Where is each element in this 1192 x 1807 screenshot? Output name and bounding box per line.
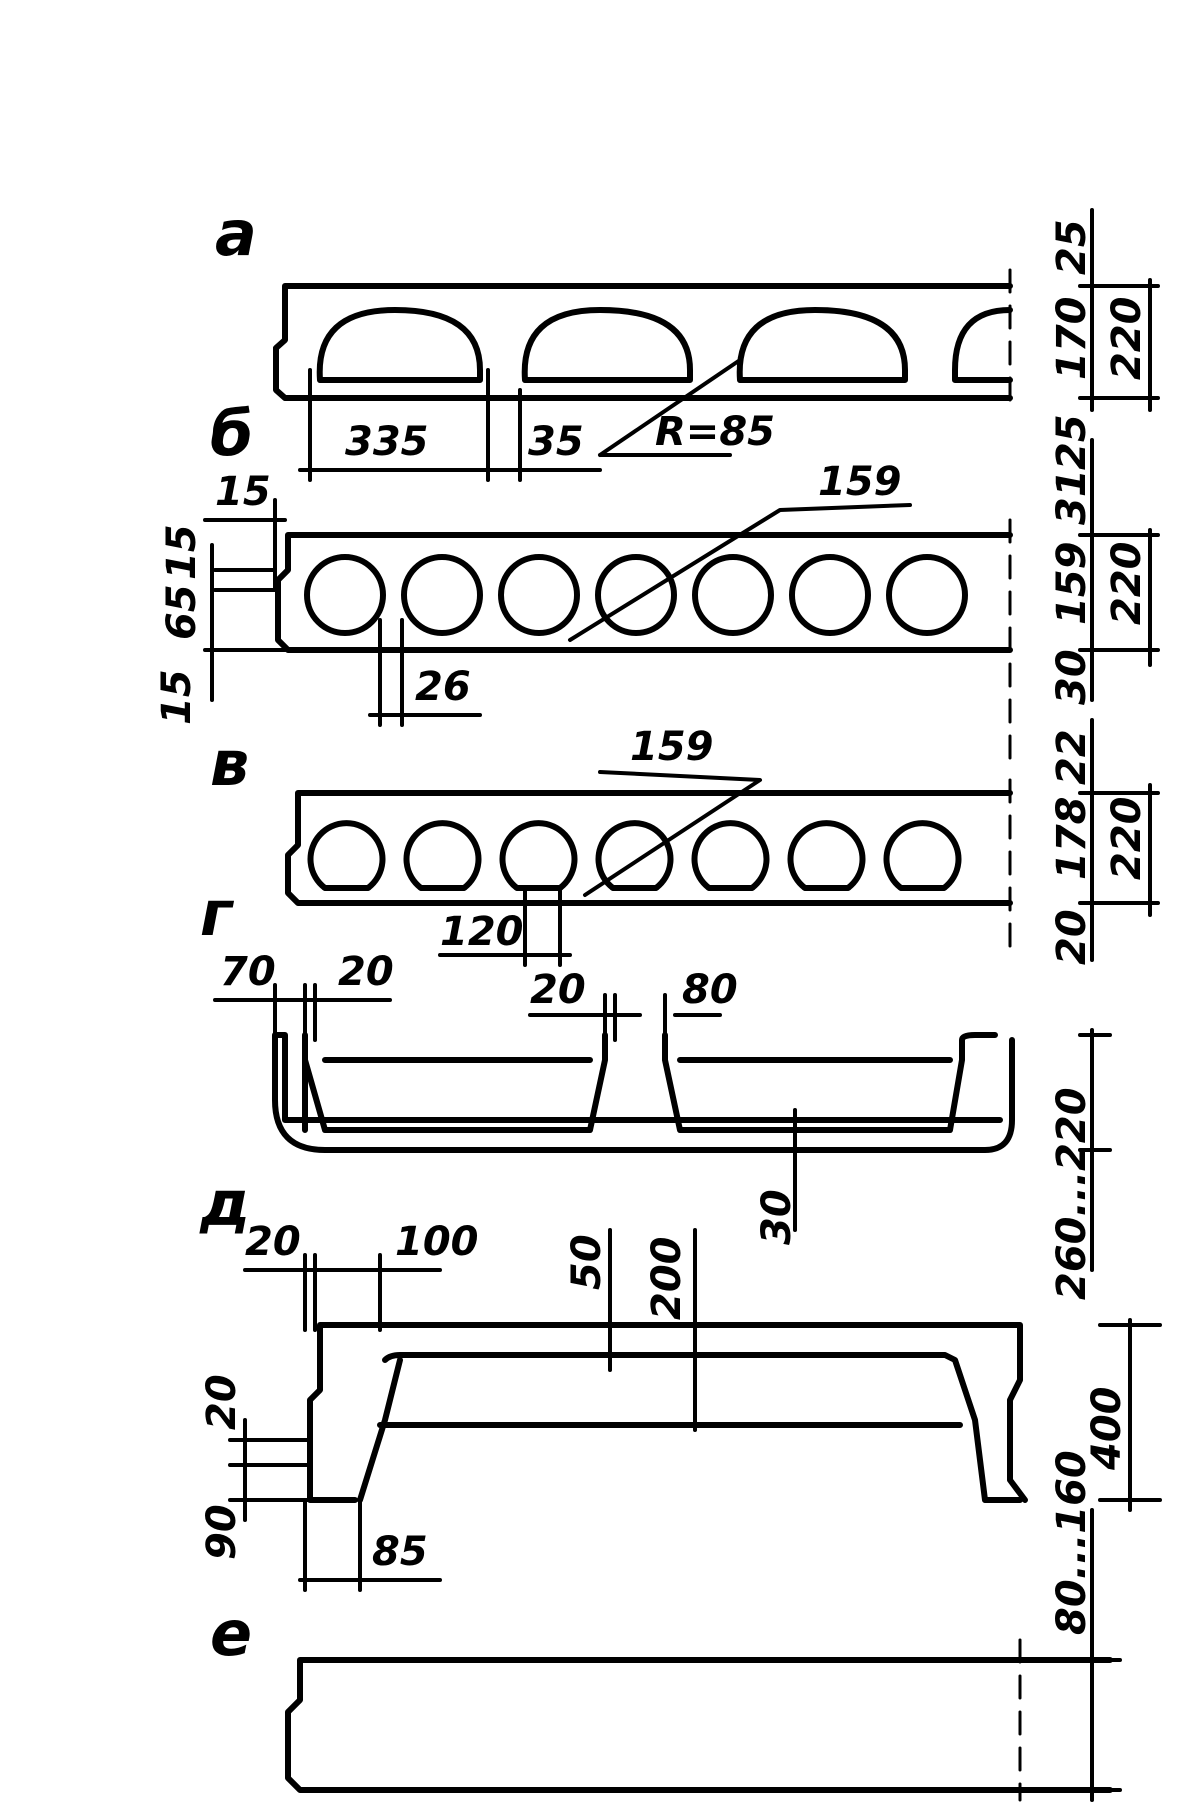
section-b-void bbox=[886, 554, 968, 636]
section-a-void-4 bbox=[952, 307, 1013, 383]
section-g-dim-30-line bbox=[773, 1108, 812, 1232]
section-g-dim-80: 80 bbox=[682, 967, 738, 1013]
section-b-rib-dim bbox=[368, 618, 482, 727]
section-b-label: б bbox=[210, 397, 253, 470]
section-e-right-dims bbox=[1078, 1638, 1122, 1802]
section-b-outline bbox=[275, 532, 1013, 653]
section-a-dim-void-height: 170 bbox=[1049, 297, 1095, 381]
section-d-dim-20a: 20 bbox=[245, 1219, 301, 1265]
section-g-dim-height-range: 260...220 bbox=[1049, 1087, 1095, 1300]
section-b-void bbox=[789, 554, 871, 636]
section-a-dim-top: 25 bbox=[1049, 219, 1095, 275]
section-a-dim-void-width: 335 bbox=[345, 419, 429, 465]
section-g-dim-30: 30 bbox=[754, 1189, 800, 1245]
section-d-dim-90: 90 bbox=[199, 1504, 245, 1560]
section-g-right-dims bbox=[1078, 1028, 1112, 1272]
section-v-void bbox=[403, 820, 482, 891]
section-b-dim-bottom: 30 bbox=[1049, 649, 1095, 705]
section-a-label: а bbox=[215, 197, 257, 270]
section-b-void bbox=[401, 554, 483, 636]
section-d-dim-85: 85 bbox=[372, 1529, 428, 1575]
section-d-dim-100: 100 bbox=[395, 1219, 479, 1265]
section-a-dim-rib: 35 bbox=[528, 419, 584, 465]
section-d-bottom-dims bbox=[298, 1498, 442, 1592]
section-d-label: д bbox=[199, 1167, 250, 1240]
section-v-void bbox=[499, 820, 578, 891]
section-b-voids bbox=[304, 554, 968, 636]
section-a-void-2 bbox=[521, 307, 693, 383]
section-d-right-dims bbox=[1090, 1318, 1162, 1702]
section-d-dim-200: 200 bbox=[644, 1237, 690, 1321]
section-g-dim-70: 70 bbox=[220, 949, 276, 995]
section-v-void bbox=[691, 820, 770, 891]
section-v-dim-void-height: 178 bbox=[1049, 797, 1095, 881]
section-b-dim-left-15a: 15 bbox=[215, 469, 271, 515]
section-b-dim-top: 31 bbox=[1049, 469, 1095, 525]
section-b-dim-rib: 26 bbox=[415, 664, 471, 710]
section-g-top-dims bbox=[213, 983, 722, 1042]
section-v-dim-top: 22 bbox=[1049, 729, 1095, 785]
section-b-void bbox=[595, 554, 677, 636]
section-b-void bbox=[498, 554, 580, 636]
section-v-void bbox=[595, 820, 674, 891]
section-a-outline bbox=[273, 283, 1013, 401]
section-b-dim-void-dia: 159 bbox=[1049, 542, 1095, 626]
section-v-label: в bbox=[210, 727, 249, 800]
section-g-inner bbox=[302, 1057, 953, 1133]
section-b-dim-diameter-callout: 159 bbox=[818, 459, 902, 505]
section-v-dim-total-height: 220 bbox=[1104, 797, 1150, 881]
section-d-dim-400: 400 bbox=[1084, 1387, 1130, 1472]
section-b-void bbox=[304, 554, 386, 636]
section-g: г 70 20 20 80 30 260...220 bbox=[200, 877, 1112, 1300]
section-b-void bbox=[692, 554, 774, 636]
section-v-void bbox=[883, 820, 962, 891]
section-v-dim-rib: 120 bbox=[440, 909, 524, 955]
section-b-dim-chain bbox=[1078, 438, 1160, 702]
section-d-outline bbox=[307, 1322, 1028, 1503]
section-d-dim-50: 50 bbox=[564, 1234, 610, 1290]
section-b-dim-total-height: 220 bbox=[1104, 542, 1150, 626]
section-a-radius-leader bbox=[598, 358, 742, 457]
section-b-dim-left-15c: 15 bbox=[154, 669, 200, 725]
section-d-left-dims bbox=[228, 1418, 312, 1522]
section-g-label: г bbox=[200, 877, 235, 950]
section-g-outline bbox=[272, 1032, 1015, 1153]
section-v-voids bbox=[307, 820, 962, 891]
section-b: б 31 159 220 30 159 26 15 15 65 15 bbox=[154, 397, 1160, 762]
section-v-dim-diameter-callout: 159 bbox=[630, 724, 714, 770]
section-d-top-dims bbox=[243, 1228, 697, 1432]
section-a-dim-bottom: 25 bbox=[1049, 414, 1095, 470]
section-b-left-dims bbox=[203, 498, 287, 702]
section-a: а 25 170 220 25 335 35 R=85 bbox=[215, 197, 1160, 482]
section-v-diameter-leader bbox=[583, 770, 762, 897]
section-a-dim-chain bbox=[1078, 208, 1160, 412]
section-d: д 20 100 50 200 20 90 85 400 80...160 bbox=[199, 1167, 1162, 1702]
section-e-label: е bbox=[210, 1597, 252, 1670]
section-b-diameter-leader bbox=[568, 503, 912, 642]
section-a-void-1 bbox=[316, 307, 483, 383]
section-v-outline bbox=[285, 790, 1013, 906]
section-g-dim-20b: 20 bbox=[530, 967, 586, 1013]
section-v-dim-chain bbox=[1078, 718, 1160, 962]
section-v: в 22 178 220 20 159 120 bbox=[210, 718, 1160, 967]
section-v-rib-dim bbox=[438, 888, 572, 967]
section-v-void bbox=[787, 820, 866, 891]
section-v-dim-bottom: 20 bbox=[1049, 909, 1095, 965]
section-d-dim-height-range: 80...160 bbox=[1049, 1450, 1095, 1635]
section-a-void-3 bbox=[736, 307, 908, 383]
section-a-dim-total-height: 220 bbox=[1104, 297, 1150, 381]
section-e-outline bbox=[285, 1657, 1113, 1793]
section-b-dim-left-15b: 15 bbox=[159, 524, 205, 580]
section-a-bottom-dims bbox=[298, 368, 602, 482]
section-g-dim-20a: 20 bbox=[338, 949, 394, 995]
section-d-dim-20b: 20 bbox=[199, 1374, 245, 1430]
section-b-dim-left-65: 65 bbox=[159, 584, 205, 640]
section-a-dim-radius: R=85 bbox=[655, 409, 775, 455]
section-v-void bbox=[307, 820, 386, 891]
section-e: е bbox=[210, 1597, 1122, 1802]
